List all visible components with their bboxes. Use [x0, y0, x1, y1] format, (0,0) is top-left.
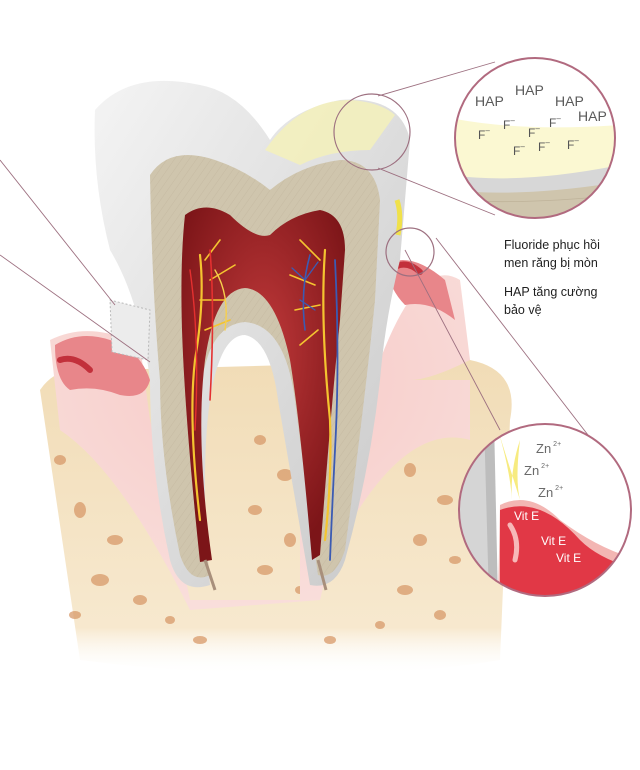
enamel-detail-box	[109, 299, 151, 361]
fluoride-ion: F–	[567, 136, 579, 152]
fluoride-caption-line-2: men răng bị mòn	[504, 256, 598, 270]
vitamin-e-label-3: Vit E	[556, 551, 582, 565]
hap-label-2: HAP	[515, 82, 544, 98]
hap-label-3: HAP	[555, 93, 584, 109]
leader-lines	[0, 61, 589, 436]
hap-label-4: HAP	[578, 108, 607, 124]
tooth	[94, 80, 411, 591]
surface-deposit	[394, 199, 403, 236]
hap-caption: HAP tăng cường bảo vệ	[504, 283, 597, 319]
fluoride-caption-line-1: Fluoride phục hồi	[504, 238, 600, 252]
nerves-and-vessels	[189, 239, 339, 561]
fluoride-ion: F–	[503, 116, 515, 132]
fluoride-layer	[265, 100, 395, 165]
hap-caption-line-1: HAP tăng cường	[504, 285, 598, 299]
fluoride-ion: F–	[528, 124, 540, 140]
fluoride-ion: F–	[513, 142, 525, 158]
vitamin-e-label-1: Vit E	[514, 509, 540, 523]
fluoride-ion: F–	[538, 138, 550, 154]
fluoride-ion: F–	[478, 126, 490, 142]
vitamin-e-label-2: Vit E	[541, 534, 567, 548]
gum-zoom-marker	[385, 227, 435, 277]
gum-callout	[458, 423, 632, 597]
enamel-zoom-marker	[333, 93, 411, 171]
hap-caption-line-2: bảo vệ	[504, 303, 542, 317]
fluoride-ion: F–	[549, 114, 561, 130]
fluoride-caption: Fluoride phục hồi men răng bị mòn	[504, 236, 600, 272]
hap-label-1: HAP	[475, 93, 504, 109]
